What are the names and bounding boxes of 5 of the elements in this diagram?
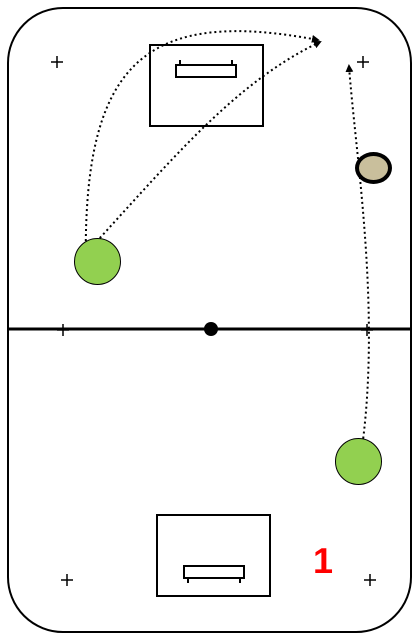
puck-icon	[355, 152, 392, 184]
player-circle	[335, 438, 382, 485]
drill-number: 1	[313, 541, 334, 581]
dotted-arrow	[346, 64, 370, 439]
player-circle	[74, 238, 121, 285]
